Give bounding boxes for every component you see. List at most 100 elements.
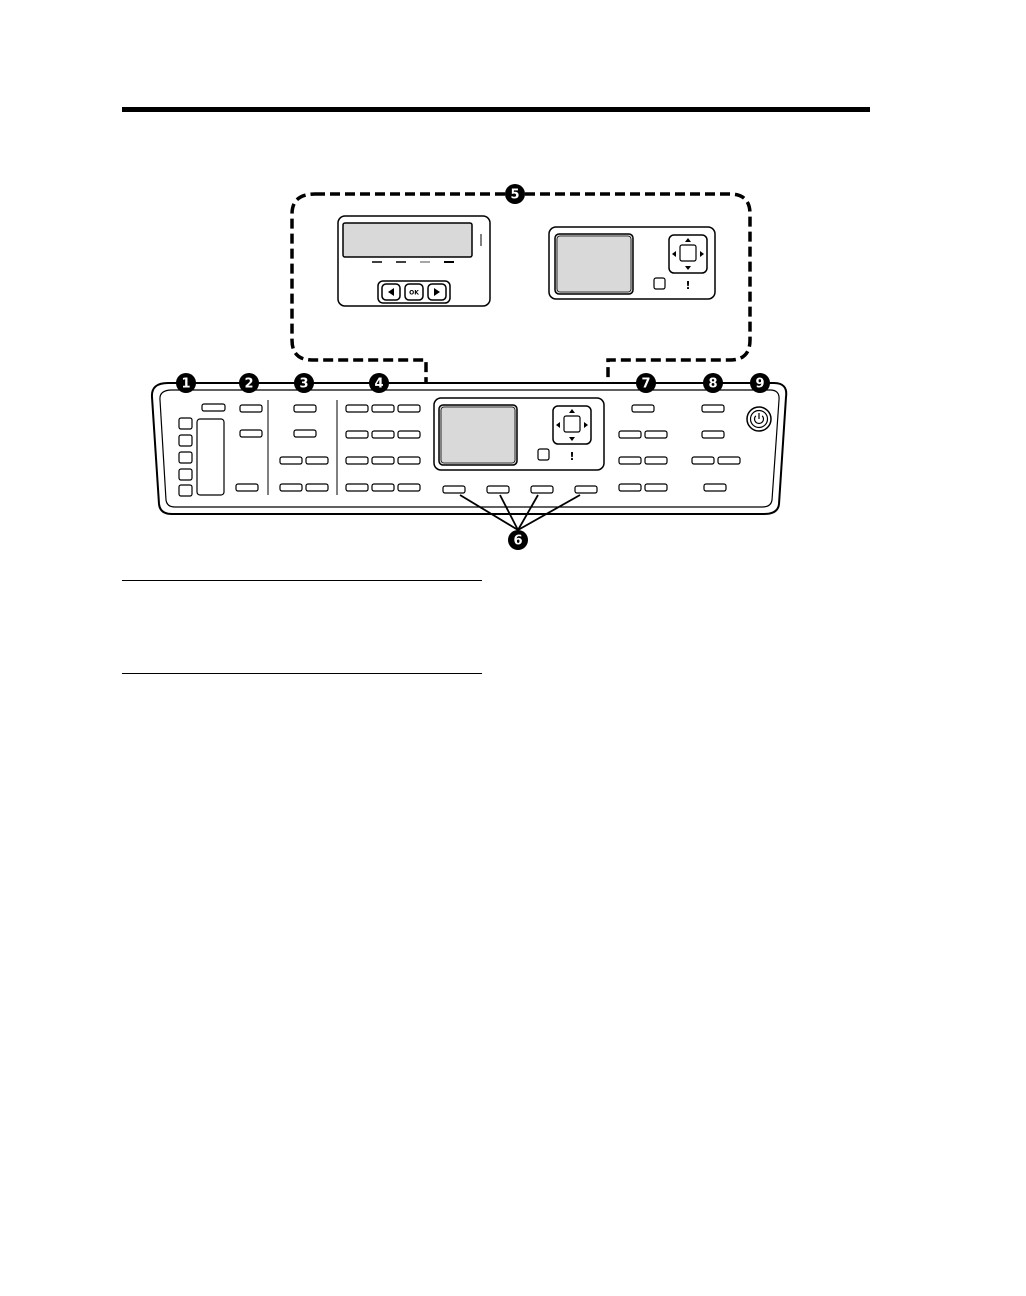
panel-display: ! bbox=[433, 397, 605, 471]
callout-2: 2 bbox=[239, 373, 259, 393]
scan-option-button-1[interactable] bbox=[279, 456, 303, 465]
setup-button[interactable] bbox=[701, 404, 725, 413]
keypad-key-hash[interactable] bbox=[397, 483, 421, 492]
power-icon bbox=[753, 413, 765, 425]
keypad-key-0[interactable] bbox=[371, 483, 395, 492]
scan-group bbox=[279, 400, 338, 495]
keypad-key-2[interactable] bbox=[371, 404, 395, 413]
one-touch-button-4[interactable] bbox=[178, 468, 193, 481]
context-button-4[interactable] bbox=[574, 485, 598, 494]
one-touch-button-1[interactable] bbox=[178, 417, 193, 430]
one-touch-button-5[interactable] bbox=[178, 484, 193, 497]
callout-1: 1 bbox=[176, 373, 196, 393]
arrow-down-icon bbox=[685, 266, 691, 270]
svg-text:7: 7 bbox=[641, 377, 650, 392]
one-touch-button-3[interactable] bbox=[178, 451, 193, 464]
top-rule bbox=[122, 107, 870, 112]
svg-text:4: 4 bbox=[374, 377, 383, 392]
svg-text:9: 9 bbox=[755, 377, 764, 392]
keypad-key-9[interactable] bbox=[397, 456, 421, 465]
arrow-left-icon bbox=[672, 251, 676, 257]
callout-5: 5 bbox=[505, 184, 525, 204]
section-rule-upper bbox=[122, 580, 482, 581]
two-line-display-variant: OK bbox=[337, 215, 491, 307]
speed-dial-label-strip bbox=[196, 418, 225, 496]
section-rule-lower bbox=[122, 673, 482, 674]
callout-7: 7 bbox=[636, 373, 656, 393]
back-button[interactable] bbox=[653, 277, 666, 290]
copy-button[interactable] bbox=[631, 404, 655, 413]
keypad-key-1[interactable] bbox=[345, 404, 369, 413]
cancel-button[interactable] bbox=[703, 483, 727, 492]
setup-option-button-2[interactable] bbox=[717, 456, 741, 465]
one-touch-button-2[interactable] bbox=[178, 434, 193, 447]
panel-navigation-pad[interactable] bbox=[552, 405, 592, 445]
arrow-right-icon bbox=[700, 251, 704, 257]
arrow-down-icon bbox=[569, 437, 575, 441]
fax-group bbox=[235, 400, 269, 495]
keypad-group bbox=[345, 404, 421, 492]
setup-option-button-1[interactable] bbox=[691, 456, 715, 465]
copy-option-button-2[interactable] bbox=[644, 430, 668, 439]
callout-6: 6 bbox=[508, 530, 528, 550]
arrow-right-icon bbox=[434, 288, 440, 296]
callout-8: 8 bbox=[703, 373, 723, 393]
two-line-lcd-screen bbox=[342, 222, 473, 258]
callout-3: 3 bbox=[294, 373, 314, 393]
keypad-key-star[interactable] bbox=[345, 483, 369, 492]
keypad-key-7[interactable] bbox=[345, 456, 369, 465]
speed-dial-button[interactable] bbox=[201, 403, 226, 412]
svg-text:1: 1 bbox=[181, 377, 190, 392]
arrow-up-icon bbox=[685, 238, 691, 242]
context-button-2[interactable] bbox=[486, 485, 510, 494]
copy-option-button-3[interactable] bbox=[618, 456, 642, 465]
arrow-left-icon bbox=[388, 288, 394, 296]
color-lcd-screen bbox=[554, 233, 634, 295]
arrow-left-icon bbox=[556, 422, 560, 428]
copy-option-button-1[interactable] bbox=[618, 430, 642, 439]
copy-group bbox=[618, 404, 668, 492]
scan-option-button-2[interactable] bbox=[305, 456, 329, 465]
scan-start-button-2[interactable] bbox=[305, 483, 329, 492]
panel-lcd-screen bbox=[438, 404, 518, 466]
speed-dial-group bbox=[178, 403, 226, 497]
keypad-key-3[interactable] bbox=[397, 404, 421, 413]
panel-back-button[interactable] bbox=[537, 448, 550, 461]
ok-button[interactable]: OK bbox=[404, 283, 424, 301]
ok-label: OK bbox=[409, 290, 419, 297]
setup-group bbox=[691, 404, 741, 492]
keypad-key-4[interactable] bbox=[345, 430, 369, 439]
svg-text:6: 6 bbox=[513, 534, 522, 549]
panel-attention-light: ! bbox=[569, 450, 574, 463]
copy-start-button-1[interactable] bbox=[618, 483, 642, 492]
right-arrow-button[interactable] bbox=[427, 283, 447, 301]
svg-text:2: 2 bbox=[244, 377, 253, 392]
context-button-3[interactable] bbox=[530, 485, 554, 494]
copy-option-button-4[interactable] bbox=[644, 456, 668, 465]
navigation-pad[interactable] bbox=[668, 234, 708, 274]
keypad-key-6[interactable] bbox=[397, 430, 421, 439]
scan-menu-button[interactable] bbox=[293, 429, 317, 438]
left-arrow-button[interactable] bbox=[381, 283, 401, 301]
arrow-right-icon bbox=[584, 422, 588, 428]
scan-to-button[interactable] bbox=[293, 404, 317, 413]
svg-text:3: 3 bbox=[299, 377, 308, 392]
keypad-key-8[interactable] bbox=[371, 456, 395, 465]
attention-light: ! bbox=[685, 279, 690, 292]
callout-9: 9 bbox=[750, 373, 770, 393]
copy-start-button-2[interactable] bbox=[644, 483, 668, 492]
help-button[interactable] bbox=[701, 430, 725, 439]
context-button-1[interactable] bbox=[442, 485, 466, 494]
control-panel-diagram: OK ! bbox=[150, 184, 788, 550]
fax-menu-button[interactable] bbox=[239, 429, 263, 438]
fax-button[interactable] bbox=[239, 404, 263, 413]
context-button-group bbox=[442, 485, 598, 531]
power-button[interactable] bbox=[746, 406, 772, 432]
fax-start-button[interactable] bbox=[235, 483, 259, 492]
arrow-up-icon bbox=[569, 409, 575, 413]
keypad-key-5[interactable] bbox=[371, 430, 395, 439]
callout-4: 4 bbox=[369, 373, 389, 393]
scan-start-button-1[interactable] bbox=[279, 483, 303, 492]
svg-text:8: 8 bbox=[708, 377, 717, 392]
color-display-variant: ! bbox=[548, 226, 716, 300]
